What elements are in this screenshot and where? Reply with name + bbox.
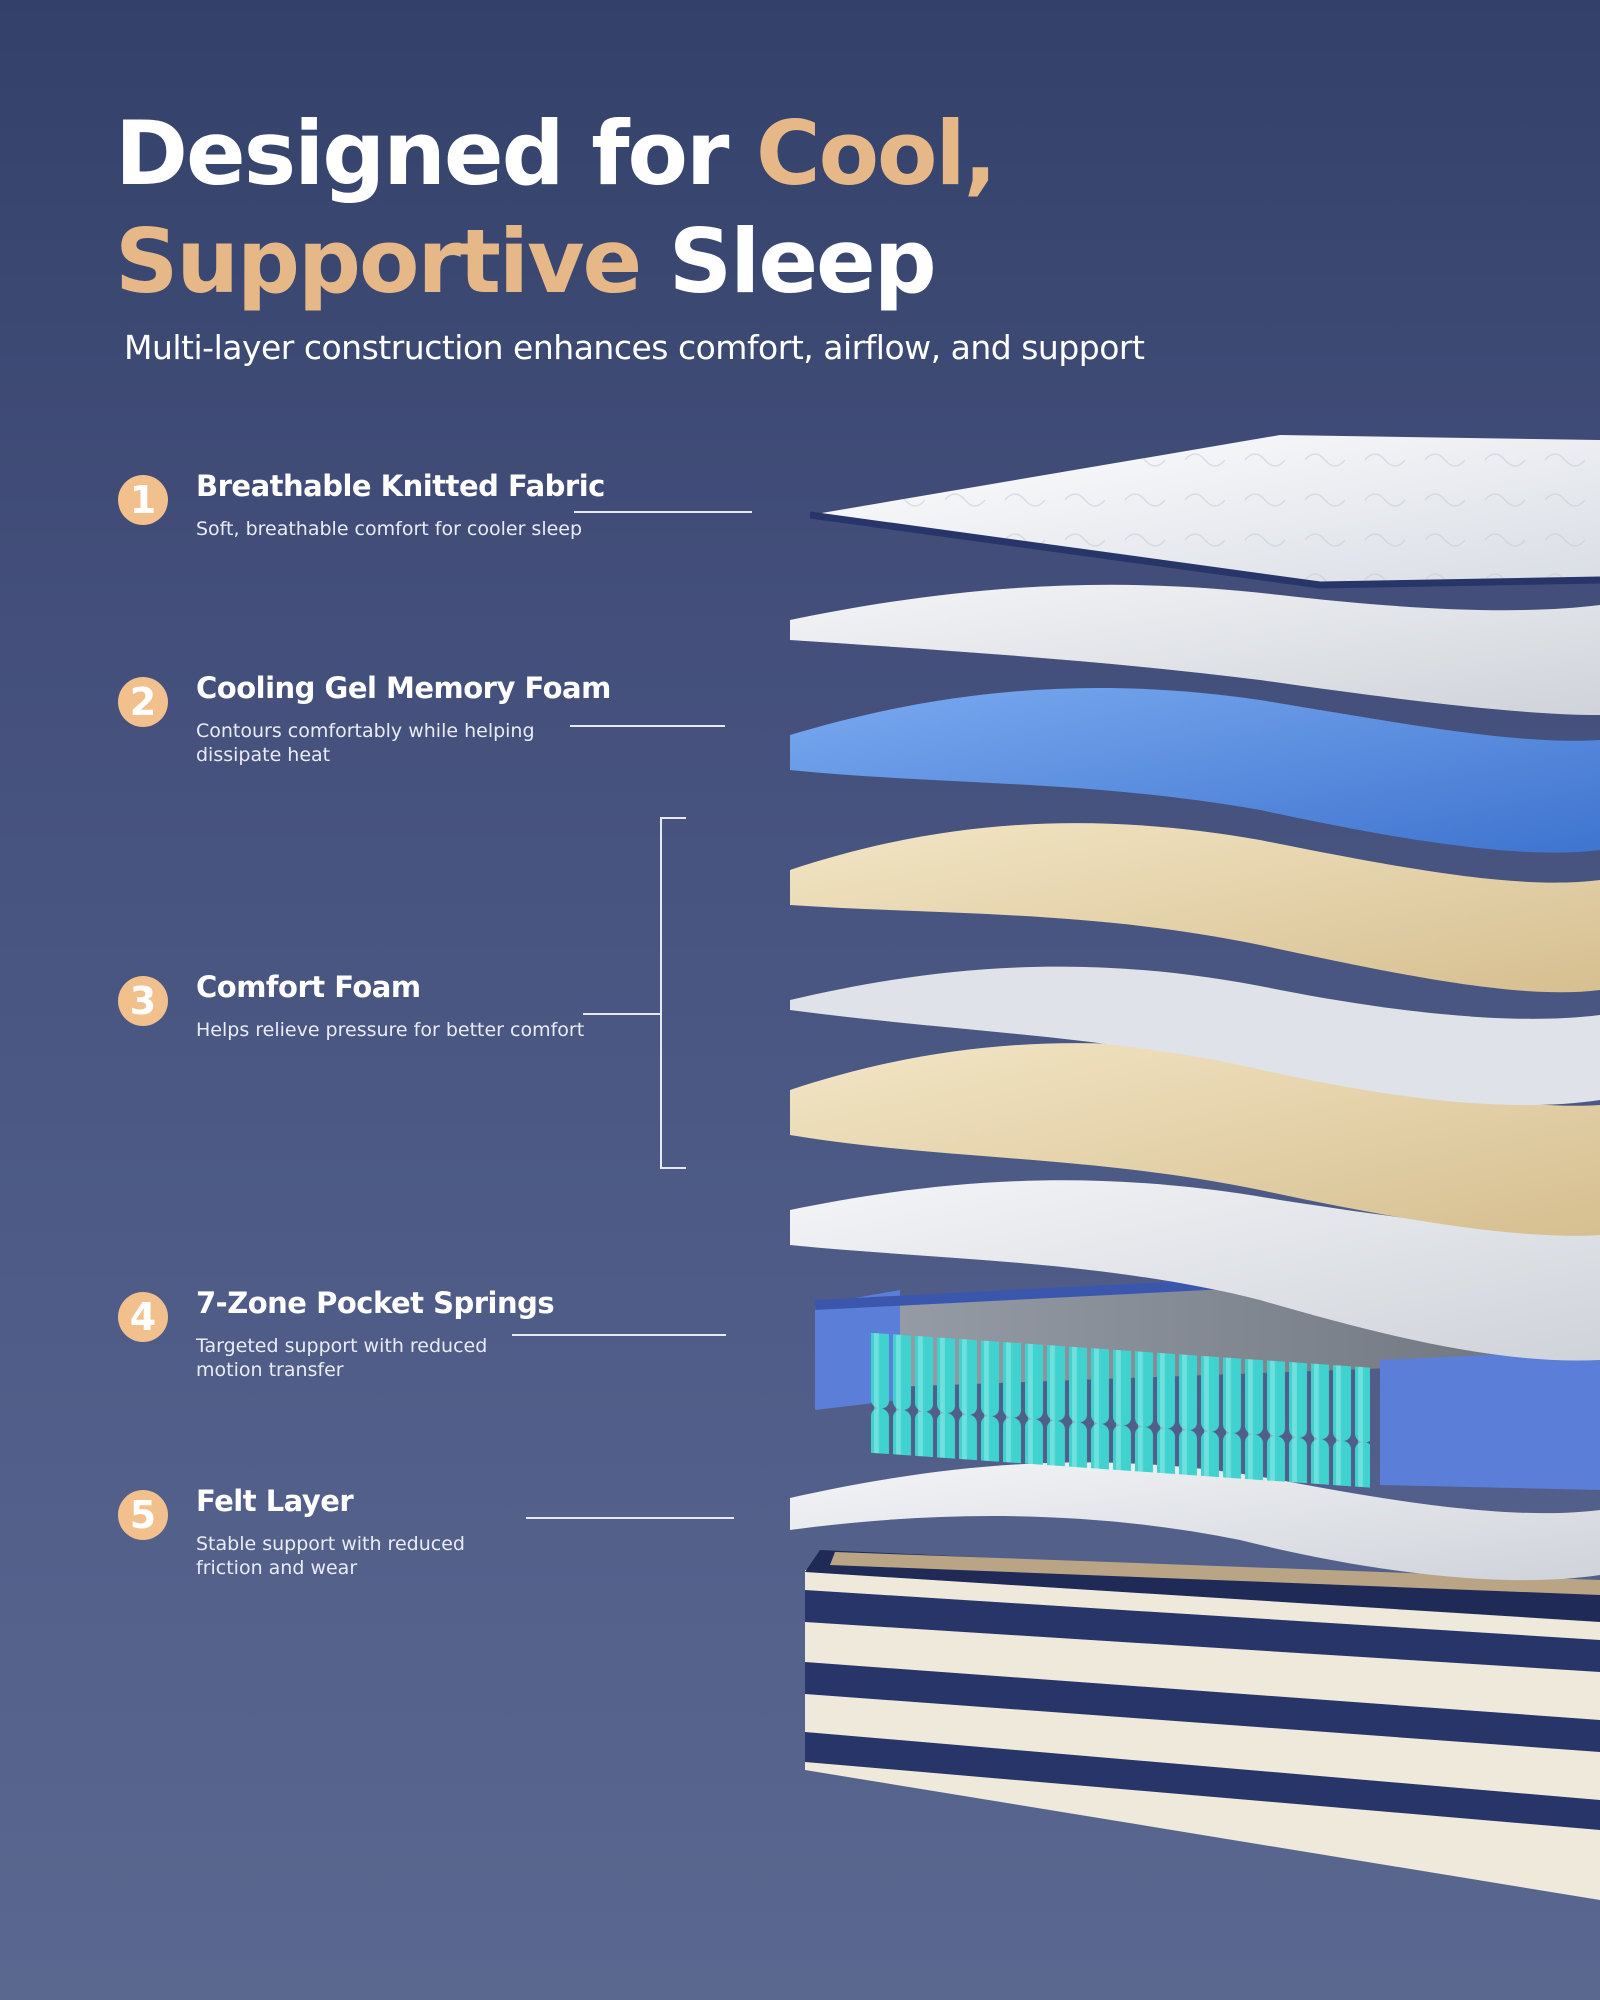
breathable-sheet-layer (790, 966, 1600, 1106)
feature-title: Breathable Knitted Fabric (196, 469, 605, 503)
headline-line1-accent: Cool, (756, 102, 997, 205)
headline-line2-plain: Sleep (640, 210, 937, 313)
feature-title: Comfort Foam (196, 970, 421, 1004)
number-badge-2: 2 (118, 677, 168, 727)
cooling-gel-memory-foam-layer (790, 687, 1600, 853)
feature-title: 7-Zone Pocket Springs (196, 1286, 555, 1320)
comfort-layers-bracket (660, 817, 686, 1169)
leader-line-3 (583, 1013, 661, 1015)
number-badge-5: 5 (118, 1490, 168, 1540)
feature-description: Soft, breathable comfort for cooler slee… (196, 518, 583, 540)
felt-layer-bottom (790, 1462, 1600, 1581)
leader-line-4 (512, 1334, 726, 1336)
headline-line1-plain: Designed for (115, 102, 757, 205)
mattress-layers-illustration (790, 435, 1600, 1900)
headline: Designed for Cool, Supportive Sleep (115, 100, 997, 316)
feature-description: Contours comfortably while helping dissi… (196, 720, 535, 766)
felt-layer-top (790, 1180, 1600, 1361)
number-badge-1: 1 (118, 475, 168, 525)
feature-description: Helps relieve pressure for better comfor… (196, 1019, 585, 1041)
feature-description: Targeted support with reduced motion tra… (196, 1335, 488, 1381)
comfort-foam-layer-upper (790, 823, 1600, 993)
number-badge-4: 4 (118, 1292, 168, 1342)
feature-title: Felt Layer (196, 1484, 354, 1518)
feature-title: Cooling Gel Memory Foam (196, 671, 611, 705)
headline-line2-accent: Supportive (115, 210, 642, 313)
leader-line-2 (570, 725, 725, 727)
leader-line-5 (526, 1517, 734, 1519)
leader-line-1 (574, 511, 752, 513)
knitted-fabric-top-layer (809, 435, 1600, 589)
fiber-fill-layer (790, 584, 1600, 715)
feature-description: Stable support with reduced friction and… (196, 1533, 465, 1579)
number-badge-3: 3 (118, 976, 168, 1026)
subtitle: Multi-layer construction enhances comfor… (124, 328, 1145, 367)
mattress-base (805, 1550, 1600, 1900)
